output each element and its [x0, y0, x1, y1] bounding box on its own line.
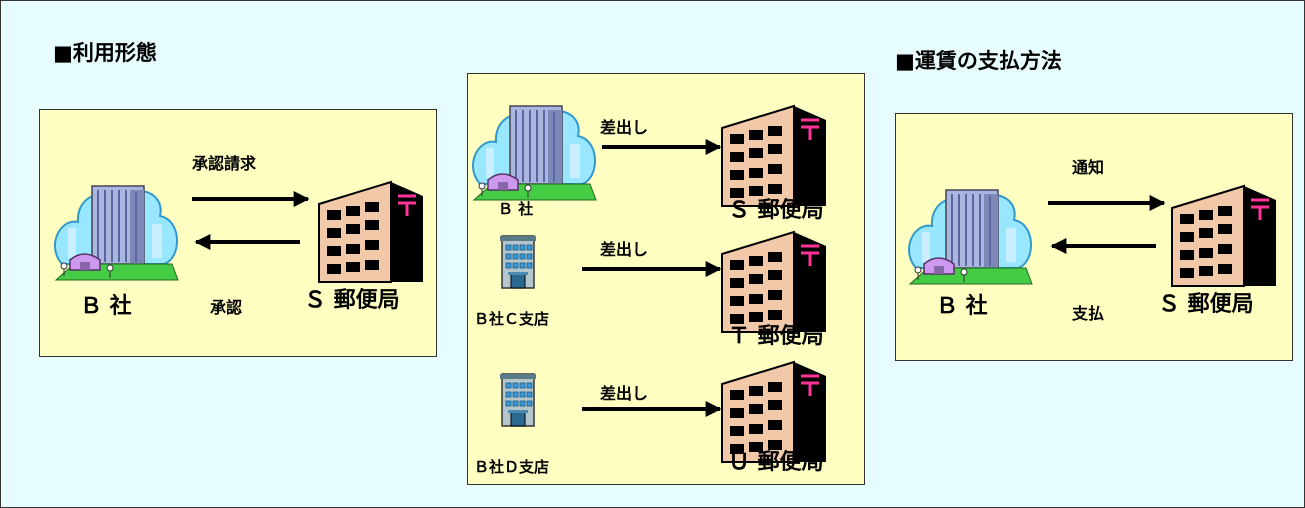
dispatch-label: 差出し: [600, 118, 649, 137]
post-office-label: Ｓ 郵便局: [728, 198, 824, 223]
approve-label: 承認: [210, 298, 243, 317]
company-label: Ｂ 社: [80, 294, 132, 319]
notify-label: 通知: [1072, 158, 1105, 177]
dispatch-label: 差出し: [600, 240, 649, 259]
usage-panel: 承認請求 Ｂ 社 承認 Ｓ 郵便局: [39, 109, 437, 357]
branch-building-icon: [498, 372, 538, 428]
arrow-right-icon: [192, 191, 310, 207]
request-label: 承認請求: [192, 154, 257, 173]
company-label: Ｂ 社: [936, 294, 988, 319]
arrow-left-icon: [194, 234, 300, 250]
pay-label: 支払: [1072, 304, 1105, 323]
payment-heading: ■運賃の支払方法: [895, 49, 1062, 73]
post-office-icon: [315, 174, 425, 284]
dispatch-label: 差出し: [600, 384, 649, 403]
post-office-label: Ｔ 郵便局: [728, 324, 824, 349]
arrow-right-icon: [582, 261, 722, 277]
arrow-left-icon: [1050, 238, 1156, 254]
dispatch-panel: Ｂ 社 差出し Ｓ 郵便局 Ｂ社Ｃ支店 差出し Ｔ 郵便局 Ｂ社Ｄ支店 差出し …: [467, 73, 865, 485]
arrow-right-icon: [602, 139, 722, 155]
sender-label: Ｂ 社: [498, 200, 534, 218]
arrow-right-icon: [582, 401, 722, 417]
post-office-icon: [1168, 178, 1278, 288]
office-building-icon: [470, 96, 600, 211]
office-building-icon: [906, 180, 1036, 295]
branch-building-icon: [498, 234, 538, 290]
post-office-label: Ｓ 郵便局: [1158, 292, 1254, 317]
sender-label: Ｂ社Ｃ支店: [474, 310, 550, 328]
usage-heading: ■利用形態: [53, 41, 157, 65]
payment-panel: 通知 Ｂ 社 支払 Ｓ 郵便局: [895, 113, 1293, 361]
office-building-icon: [52, 176, 182, 291]
post-office-label: Ｕ 郵便局: [728, 450, 824, 475]
sender-label: Ｂ社Ｄ支店: [474, 458, 550, 476]
arrow-right-icon: [1048, 195, 1166, 211]
post-office-label: Ｓ 郵便局: [304, 288, 400, 313]
